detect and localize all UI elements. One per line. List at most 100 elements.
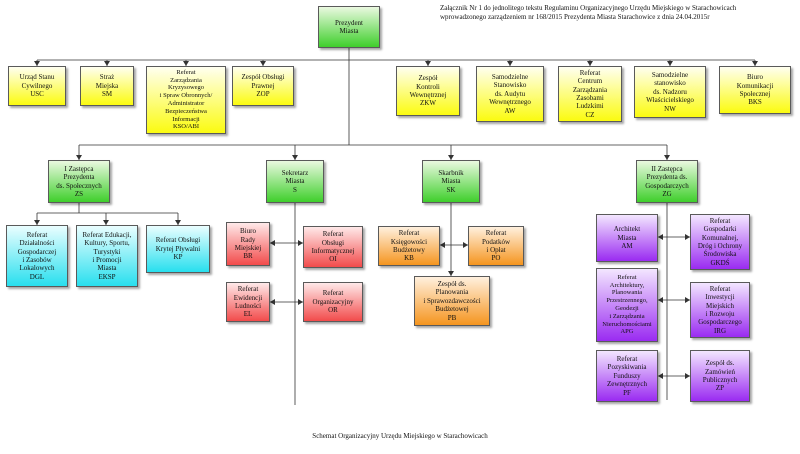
- node-text-line: Zespół ds.: [437, 280, 467, 289]
- node-text-line: i Zasobów: [22, 256, 52, 264]
- node-text-line: Wewnętrznego: [489, 98, 531, 107]
- node-text-line: Komunalnej,: [701, 233, 739, 242]
- node-text-line: Dróg i Ochrony: [697, 242, 743, 250]
- node-text-line: Planowania: [611, 289, 643, 297]
- node-text-line: Gospodarki: [703, 225, 737, 234]
- node-text-line: Planowania: [435, 288, 469, 297]
- node-text-line: Architekt: [613, 225, 641, 234]
- diagram-caption: Schemat Organizacyjny Urzędu Miejskiego …: [312, 432, 488, 440]
- node-text-line: ZG: [662, 189, 672, 198]
- node-text-line: AM: [621, 242, 633, 251]
- node-text-line: Miasta: [97, 264, 117, 273]
- node-text-line: Funduszy: [613, 371, 641, 380]
- node-text-line: BKS: [748, 98, 762, 107]
- node-text-line: Miasta: [285, 177, 305, 186]
- node-text-line: Księgowości: [390, 237, 428, 246]
- node-text-line: ZP: [715, 384, 725, 393]
- node-text-line: Lokalowych: [19, 264, 55, 273]
- node-text-line: Prezydenta: [63, 173, 95, 182]
- node-text-line: EKSP: [98, 272, 116, 281]
- node-text-line: Komunikacji: [736, 81, 774, 90]
- node-eksp: Referat Edukacji,Kultury, Sportu,Turysty…: [76, 225, 138, 287]
- node-text-line: Zewnętrznych: [606, 380, 648, 389]
- node-text-line: Nieruchomościami: [602, 320, 652, 328]
- node-text-line: Referat: [398, 229, 420, 238]
- node-text-line: Informatycznej: [311, 247, 355, 255]
- node-text-line: Referat: [322, 230, 344, 239]
- node-text-line: Referat: [322, 289, 344, 298]
- node-text-line: Referat: [485, 229, 507, 238]
- node-text-line: Referat: [237, 285, 259, 294]
- node-text-line: Krytej Pływalni: [155, 244, 201, 253]
- node-text-line: PB: [447, 313, 457, 322]
- node-text-line: Sekretarz: [281, 168, 309, 177]
- node-text-line: Samodzielne: [491, 73, 529, 82]
- node-text-line: EL: [243, 310, 253, 319]
- node-text-line: PO: [491, 254, 501, 263]
- node-text-line: Informacji: [172, 115, 200, 123]
- node-text-line: Inwestycji: [705, 293, 735, 302]
- node-text-line: SK: [446, 185, 456, 194]
- node-text-line: i Opłat: [486, 246, 506, 254]
- node-text-line: AW: [504, 106, 516, 115]
- node-text-line: Podatków: [482, 237, 510, 246]
- node-text-line: Zasobami: [576, 94, 604, 102]
- node-text-line: OI: [329, 255, 337, 264]
- node-text-line: Pozyskiwania: [607, 363, 647, 372]
- node-text-line: APG: [620, 328, 634, 336]
- node-text-line: Referat Edukacji,: [82, 230, 132, 239]
- node-text-line: i Spraw Obronnych/: [159, 92, 213, 100]
- node-text-line: Centrum: [577, 77, 603, 86]
- node-text-line: Kryzysowego: [167, 84, 205, 92]
- node-text-line: Cywilnego: [21, 81, 53, 90]
- node-text-line: Referat: [617, 273, 637, 281]
- node-text-line: Obsługi: [321, 238, 345, 247]
- node-text-line: i Sprawozdawczości: [423, 296, 481, 305]
- node-text-line: Ludzkimi: [576, 102, 604, 111]
- node-text-line: Gospodarczego: [698, 318, 742, 327]
- node-text-line: Rady: [240, 235, 256, 244]
- node-text-line: IRG: [713, 326, 727, 335]
- node-text-line: Organizacyjny: [312, 297, 354, 306]
- node-text-line: Turystyki: [93, 247, 121, 256]
- node-text-line: OR: [328, 306, 338, 315]
- header-note: Załącznik Nr 1 do jednolitego tekstu Reg…: [440, 4, 736, 22]
- node-text-line: KP: [173, 253, 183, 262]
- node-text-line: Środowiska: [703, 250, 737, 259]
- node-text-line: Zarządzania: [170, 76, 202, 84]
- node-text-line: KB: [404, 254, 414, 263]
- node-text-line: ZKW: [420, 99, 436, 108]
- header-line: Załącznik Nr 1 do jednolitego tekstu Reg…: [440, 4, 737, 12]
- node-text-line: ZS: [74, 189, 84, 198]
- node-text-line: Gospodarczej: [17, 247, 57, 256]
- node-text-line: Miejska: [95, 81, 119, 90]
- node-text-line: i Promocji: [92, 256, 122, 264]
- node-text-line: Architektury,: [609, 281, 645, 289]
- node-text-line: stanowisko: [654, 79, 686, 88]
- node-text-line: i Rozwoju: [705, 310, 735, 318]
- node-text-line: PF: [623, 388, 631, 397]
- node-text-line: Biuro: [747, 73, 763, 82]
- node-text-line: Zespół: [418, 74, 438, 83]
- node-text-line: Prawnej: [251, 81, 275, 90]
- node-text-line: Administrator: [167, 100, 205, 107]
